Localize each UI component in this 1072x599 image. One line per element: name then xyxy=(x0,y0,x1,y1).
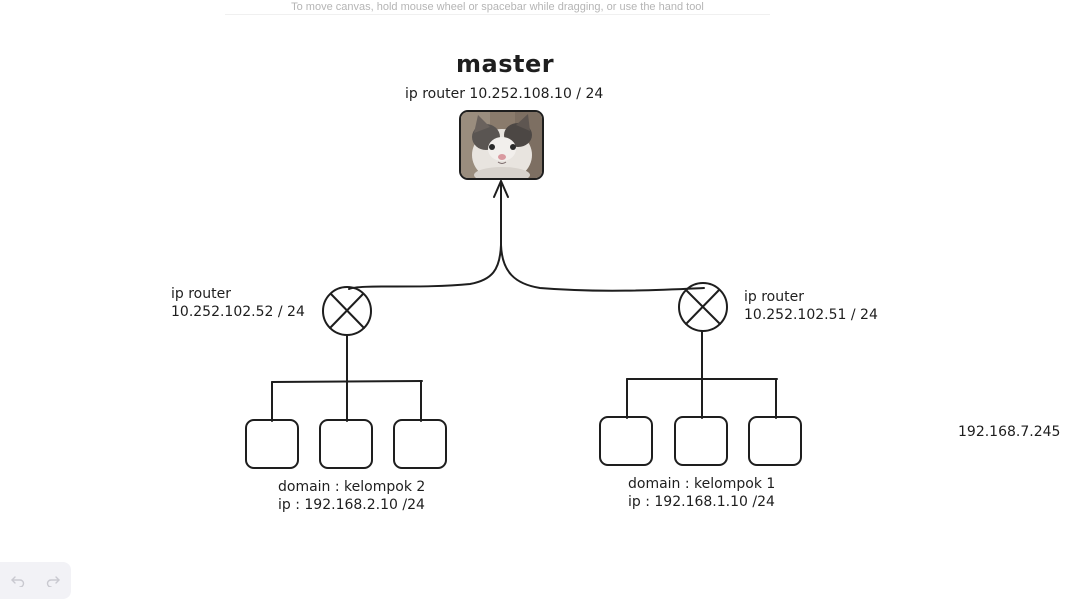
master-title: master xyxy=(456,50,555,78)
tree-right xyxy=(626,330,778,419)
router-right-label-line1: ip router xyxy=(744,289,804,305)
group-left-domain: domain : kelompok 2 xyxy=(278,479,426,495)
router-right xyxy=(678,282,728,332)
undo-redo-toolbar xyxy=(0,562,71,599)
canvas-hint: To move canvas, hold mouse wheel or spac… xyxy=(225,0,770,15)
uplink-arrowhead xyxy=(493,180,509,198)
tree-left xyxy=(271,334,423,422)
router-right-label-line2: 10.252.102.51 / 24 xyxy=(744,307,878,323)
loose-ip-label: 192.168.7.245 xyxy=(958,424,1061,440)
host-left-2 xyxy=(319,419,373,469)
host-left-1 xyxy=(245,419,299,469)
group-right-label: domain : kelompok 1 ip : 192.168.1.10 /2… xyxy=(628,475,775,511)
undo-button[interactable] xyxy=(6,569,30,593)
undo-icon xyxy=(11,575,24,587)
link-right-router-master xyxy=(500,244,705,292)
master-node-frame xyxy=(459,110,544,180)
group-right-ip: ip : 192.168.1.10 /24 xyxy=(628,494,775,510)
link-left-router-master xyxy=(348,244,502,290)
router-left xyxy=(322,286,372,336)
host-left-3 xyxy=(393,419,447,469)
router-left-label-line2: 10.252.102.52 / 24 xyxy=(171,304,305,320)
group-left-ip: ip : 192.168.2.10 /24 xyxy=(278,497,425,513)
group-left-label: domain : kelompok 2 ip : 192.168.2.10 /2… xyxy=(278,478,425,514)
redo-icon xyxy=(47,575,60,587)
group-right-domain: domain : kelompok 1 xyxy=(628,476,776,492)
master-ip-label: ip router 10.252.108.10 / 24 xyxy=(405,86,604,102)
router-right-label: ip router 10.252.102.51 / 24 xyxy=(744,288,878,324)
host-right-3 xyxy=(748,416,802,466)
master-node-image[interactable] xyxy=(460,111,543,179)
host-right-2 xyxy=(674,416,728,466)
router-left-label: ip router 10.252.102.52 / 24 xyxy=(171,285,305,321)
redo-button[interactable] xyxy=(41,569,65,593)
host-right-1 xyxy=(599,416,653,466)
router-left-label-line1: ip router xyxy=(171,286,231,302)
